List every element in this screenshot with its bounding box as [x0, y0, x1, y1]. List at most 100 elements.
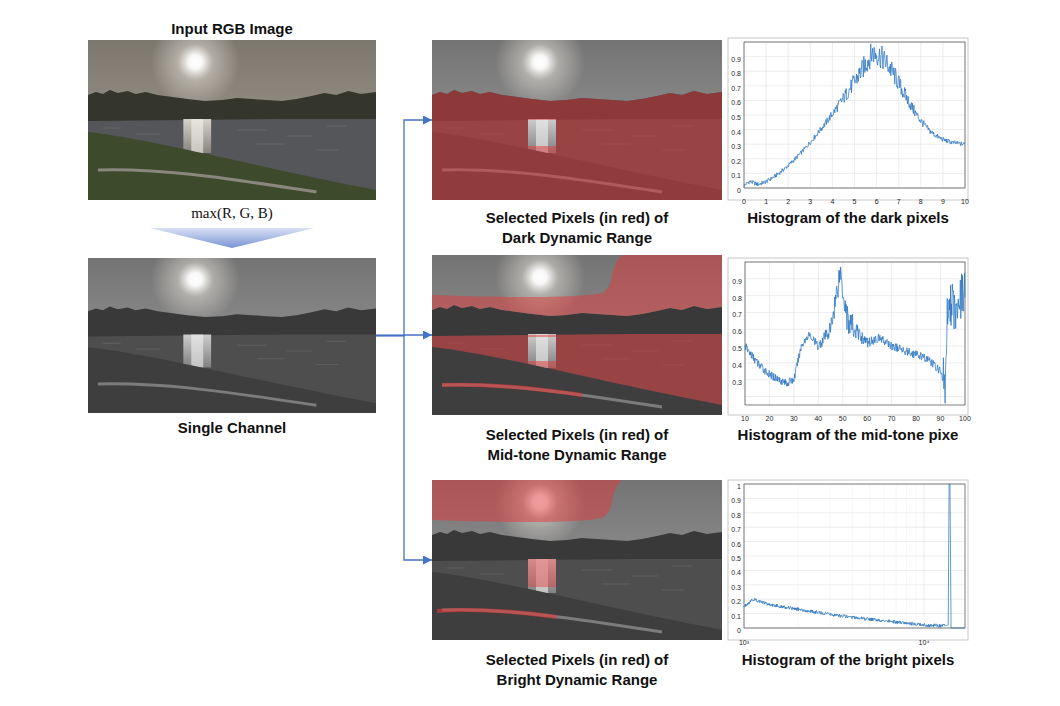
grid-line: [867, 262, 868, 405]
bright-pixel-mask: [432, 480, 622, 617]
grid-line: [745, 396, 965, 397]
grid-line: [769, 262, 770, 405]
plot-grid: [744, 42, 965, 628]
tick-label-holder: 0.5: [731, 547, 741, 565]
tick-label-holder: 0.7: [731, 518, 741, 536]
grid-line: [744, 527, 965, 528]
caption-block: Selected Pixels (in red) of Mid-tone Dyn…: [475, 425, 680, 465]
plot-frame: [728, 480, 968, 640]
block-arrow: [150, 228, 314, 248]
axis-tick-label: 0.3: [732, 379, 742, 386]
caption-block: Histogram of the dark pixels: [703, 208, 993, 228]
caption: Selected Pixels (in red) of Bright Dynam…: [475, 650, 680, 690]
axis-tick-label: 8: [919, 198, 923, 205]
caption-block: Selected Pixels (in red) of Bright Dynam…: [475, 650, 680, 690]
caption: Histogram of the dark pixels: [703, 208, 993, 228]
axis-tick-label: 0.5: [732, 345, 742, 352]
axis-tick-label: 5: [853, 198, 857, 205]
tick-label-holder: 0.4: [731, 121, 741, 139]
grid-line: [744, 556, 965, 557]
axis-tick-label: 0.7: [731, 85, 741, 92]
tick-label-holder: 0.6: [731, 91, 741, 109]
grid-line: [744, 599, 965, 600]
grid-line: [842, 262, 843, 405]
plot-axes: [744, 484, 965, 628]
axis-tick-label: 60: [863, 415, 871, 422]
grid-line: [793, 262, 794, 405]
grid-line: [940, 262, 941, 405]
tick-label-holder: 3: [808, 190, 812, 208]
grid-line: [810, 42, 811, 188]
tick-label-holder: 20: [766, 407, 774, 425]
axis-tick-label: 0.6: [732, 328, 742, 335]
axis-tick-label: 0.8: [732, 295, 742, 302]
axis-tick-label: 0.1: [731, 172, 741, 179]
axis-tick-label: 0: [742, 198, 746, 205]
axis-tick-label: 30: [790, 415, 798, 422]
axis-tick-label: 0.9: [731, 56, 741, 63]
midtone-pixel-mask: [432, 255, 722, 405]
axis-tick-label: 1: [737, 483, 741, 490]
axis-tick-label: 100: [959, 415, 971, 422]
axis-tick-label: 0.7: [732, 311, 742, 318]
plot-frame: [728, 258, 968, 415]
tick-label-holder: 0.5: [731, 106, 741, 124]
tick-label-holder: 0.4: [731, 561, 741, 579]
axis-tick-label: 0.2: [731, 158, 741, 165]
tick-label-holder: 10: [961, 190, 969, 208]
tick-label-holder: 0.7: [732, 303, 742, 321]
axis-tick-label: 90: [937, 415, 945, 422]
grid-line: [744, 570, 965, 571]
histogram-curve: [744, 484, 965, 628]
histogram-curve: [744, 44, 965, 187]
tick-label-holder: 10⁴: [919, 631, 930, 649]
grid-line: [744, 498, 965, 499]
axis-tick-label: 0.3: [731, 143, 741, 150]
axis-tick-label: 0.4: [731, 569, 741, 576]
axis-tick-label: 0.6: [731, 541, 741, 548]
tick-label-holder: 40: [814, 407, 822, 425]
tick-label-holder: 0: [737, 179, 741, 197]
caption-block: Histogram of the bright pixels: [703, 650, 993, 670]
tick-label-holder: 30: [790, 407, 798, 425]
axis-tick-label: 0.8: [731, 70, 741, 77]
tick-label-holder: 0.3: [731, 576, 741, 594]
input-image: Input RGB Image: [88, 40, 376, 200]
minor-grid-line: [798, 484, 799, 628]
operation-label: max(R, G, B): [191, 205, 273, 221]
tick-label-holder: 0: [737, 619, 741, 637]
axis-tick-label: 0.3: [731, 584, 741, 591]
tick-label-holder: 9: [941, 190, 945, 208]
axis-tick-label: 0.7: [731, 526, 741, 533]
dark-selection-image: Selected Pixels (in red) of Dark Dynamic…: [432, 40, 722, 200]
grid-line: [818, 262, 819, 405]
minor-grid-line: [852, 484, 853, 628]
axis-tick-label: 3: [808, 198, 812, 205]
axis-tick-label: 2: [786, 198, 790, 205]
axis-tick-label: 10: [961, 198, 969, 205]
axis-tick-label: 50: [839, 415, 847, 422]
tick-label-holder: 10³: [739, 631, 749, 649]
caption-block: Selected Pixels (in red) of Dark Dynamic…: [475, 208, 680, 248]
grid-line: [898, 42, 899, 188]
grid-line: [744, 613, 965, 614]
tick-label-holder: 0.9: [732, 270, 742, 288]
caption-block: Single Channel: [102, 418, 362, 438]
tick-label-holder: 0.8: [731, 504, 741, 522]
tick-label-holder: 90: [937, 407, 945, 425]
grid-line: [745, 346, 965, 347]
axis-tick-label: 20: [766, 415, 774, 422]
axis-tick-label: 0.4: [732, 362, 742, 369]
axis-tick-label: 0: [737, 627, 741, 634]
grayscale-photo: [432, 17, 722, 200]
grayscale-photo: [88, 236, 376, 413]
plot-axes: [744, 42, 965, 188]
tick-label-holder: 0.7: [731, 77, 741, 95]
caption: Single Channel: [102, 418, 362, 438]
tick-label-holder: 0.8: [731, 62, 741, 80]
axis-tick-label: 4: [830, 198, 834, 205]
grid-line: [744, 512, 965, 513]
axis-tick-label: 10: [741, 415, 749, 422]
